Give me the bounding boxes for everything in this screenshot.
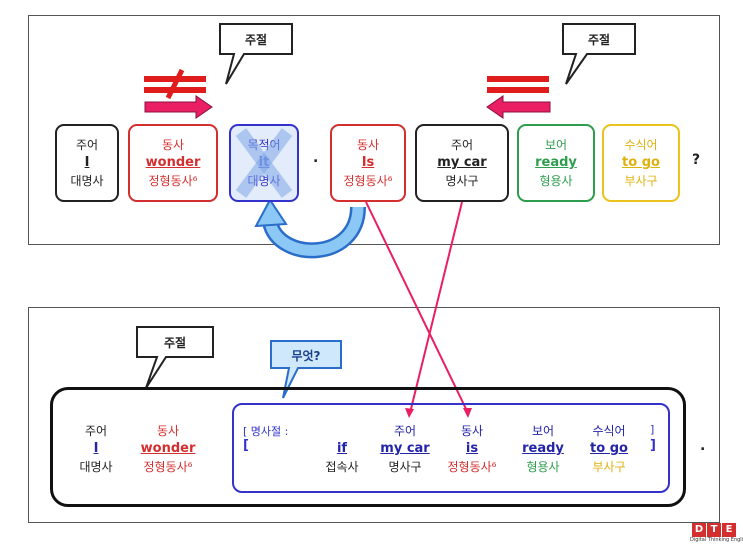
clause-subject: 주어 my car 명사구 <box>370 422 440 476</box>
arrow-right-pink <box>144 95 213 119</box>
top-question-mark: ? <box>692 152 701 168</box>
role: 동사 <box>460 424 484 438</box>
pos: 대명사 <box>79 460 113 474</box>
bottom-verb-wonder: 동사 wonder 정형동사⁶ <box>133 422 203 476</box>
word: ready <box>522 441 564 456</box>
pos: 정형동사⁶ <box>143 460 193 474</box>
clause-close-bracket-top: ] <box>650 423 655 436</box>
sentence-container <box>50 387 686 507</box>
word: ready <box>535 155 577 170</box>
logo-letter: D <box>692 523 706 537</box>
top-box-modifier: 수식어 to go 부사구 <box>602 124 680 202</box>
role: 수식어 <box>592 424 626 438</box>
top-box-complement: 보어 ready 형용사 <box>517 124 595 202</box>
word: Is <box>361 155 375 170</box>
role: 주어 <box>84 424 108 438</box>
clause-verb: 동사 is 정형동사⁶ <box>437 422 507 476</box>
word: is <box>465 441 479 456</box>
clause-complement: 보어 ready 형용사 <box>508 422 578 476</box>
callout-top-right <box>562 23 636 85</box>
callout-bottom-main-text: 주절 <box>163 336 187 350</box>
move-arrow-blue-head <box>254 198 288 228</box>
top-period: . <box>313 150 319 166</box>
cross-out-icon <box>235 128 293 198</box>
word: my car <box>380 441 430 456</box>
not-equal-left <box>144 68 206 100</box>
pos: 접속사 <box>325 460 359 474</box>
clause-close-bracket: ] <box>650 438 656 453</box>
clause-open-bracket: [ <box>243 438 249 453</box>
arrow-left-pink <box>486 95 551 119</box>
word: if <box>336 441 348 456</box>
clause-label: [ 명사절 : <box>243 425 289 438</box>
word: to go <box>590 441 628 456</box>
callout-bottom-main <box>136 326 214 389</box>
role: 주어 <box>75 138 99 152</box>
top-box-subject-mycar: 주어 my car 명사구 <box>415 124 509 202</box>
pos: 명사구 <box>445 174 479 188</box>
link-mycar-to-mycar <box>409 201 463 414</box>
word: my car <box>437 155 487 170</box>
callout-top-left-text: 주절 <box>244 33 268 47</box>
clause-modifier: 수식어 to go 부사구 <box>574 422 644 476</box>
word: wonder <box>140 441 196 456</box>
role: 주어 <box>393 424 417 438</box>
role: 수식어 <box>624 138 658 152</box>
pos: 대명사 <box>70 174 104 188</box>
role: 동사 <box>356 138 380 152</box>
equal-right <box>487 76 549 93</box>
role: 동사 <box>161 138 185 152</box>
pos: 정형동사⁶ <box>447 460 497 474</box>
word: I <box>84 155 90 170</box>
top-box-subject: 주어 I 대명사 <box>55 124 119 202</box>
link-is-to-is <box>365 201 469 414</box>
clause-conjunction: if 접속사 <box>307 422 377 476</box>
pos: 부사구 <box>592 460 626 474</box>
word: I <box>93 441 99 456</box>
bottom-period: . <box>700 438 706 454</box>
pos: 명사구 <box>388 460 422 474</box>
top-box-verb-wonder: 동사 wonder 정형동사⁶ <box>128 124 218 202</box>
pos: 정형동사⁶ <box>343 174 393 188</box>
callout-bottom-what <box>270 340 342 399</box>
callout-bottom-what-text: 무엇? <box>291 349 321 363</box>
callout-top-left <box>219 23 293 85</box>
callout-top-right-text: 주절 <box>587 33 611 47</box>
logo-letter: T <box>707 523 721 537</box>
role: 동사 <box>156 424 180 438</box>
noun-clause-box <box>232 403 670 493</box>
top-box-verb-is: 동사 Is 정형동사⁶ <box>330 124 406 202</box>
pos: 부사구 <box>624 174 658 188</box>
pos: 형용사 <box>539 174 573 188</box>
role: 주어 <box>450 138 474 152</box>
pos: 형용사 <box>526 460 560 474</box>
pos: 정형동사⁶ <box>148 174 198 188</box>
logo-text: Digital Thinking English <box>690 537 743 543</box>
role: 보어 <box>544 138 568 152</box>
bottom-subject: 주어 I 대명사 <box>61 422 131 476</box>
word: wonder <box>145 155 201 170</box>
dte-logo: D T E Digital Thinking English <box>690 523 743 543</box>
role: 보어 <box>531 424 555 438</box>
word: to go <box>622 155 660 170</box>
role <box>307 422 377 440</box>
logo-letter: E <box>722 523 736 537</box>
